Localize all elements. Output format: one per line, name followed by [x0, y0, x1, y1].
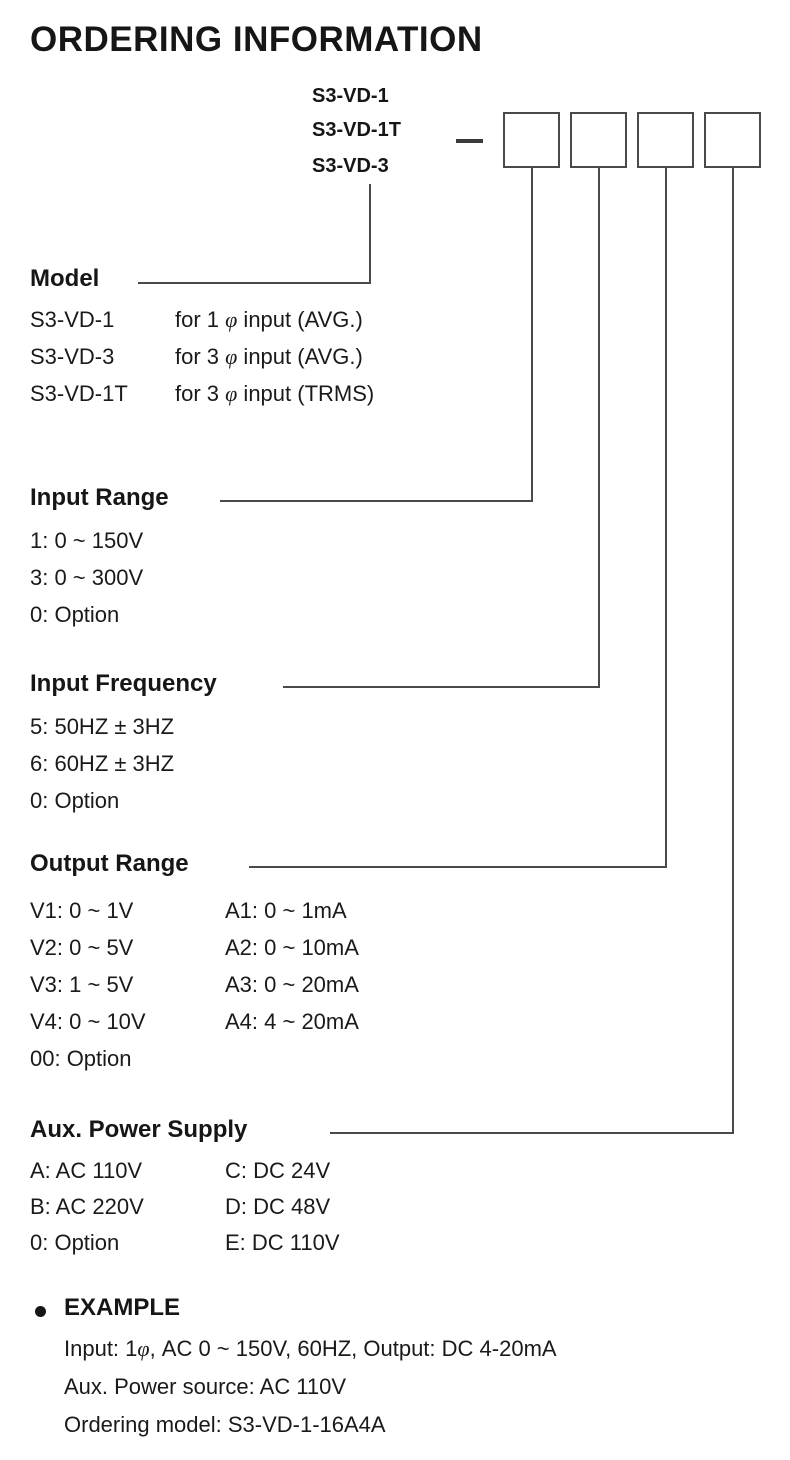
- model-desc-post-2: input (AVG.): [237, 344, 363, 369]
- phi-symbol: φ: [225, 307, 238, 332]
- model-desc-post-3: input (TRMS): [237, 381, 375, 406]
- leader-line-aux-power-horizontal: [330, 1132, 734, 1134]
- example-aux-row: Aux. Power source: AC 110V: [64, 1374, 347, 1399]
- section-heading-input-range: Input Range: [30, 484, 169, 511]
- code-separator-dash: [456, 139, 483, 143]
- leader-line-input-range-vertical: [531, 168, 533, 502]
- bullet-icon: [35, 1306, 46, 1317]
- output-range-left-row-4: V4: 0 ~ 10V: [30, 1009, 146, 1034]
- code-stack-model-3: S3-VD-3: [312, 155, 389, 177]
- model-row-code-3: S3-VD-1T: [30, 381, 128, 406]
- leader-line-model-vertical: [369, 184, 371, 284]
- input-range-row-1: 1: 0 ~ 150V: [30, 528, 144, 553]
- aux-power-right-row-2: D: DC 48V: [225, 1194, 331, 1219]
- model-desc-pre-2: for 3: [175, 344, 226, 369]
- section-heading-aux-power-supply: Aux. Power Supply: [30, 1116, 248, 1143]
- code-stack-model-1: S3-VD-1: [312, 85, 389, 107]
- leader-line-input-range-horizontal: [220, 500, 533, 502]
- model-row-desc-1: for 1 φ input (AVG.): [175, 307, 363, 333]
- output-range-right-row-1: A1: 0 ~ 1mA: [225, 898, 347, 923]
- model-desc-post-1: input (AVG.): [237, 307, 363, 332]
- leader-line-output-range-horizontal: [249, 866, 667, 868]
- phi-symbol: φ: [225, 381, 238, 406]
- output-range-left-row-2: V2: 0 ~ 5V: [30, 935, 134, 960]
- model-row-desc-2: for 3 φ input (AVG.): [175, 344, 363, 370]
- aux-power-left-row-3: 0: Option: [30, 1230, 120, 1255]
- code-box-output-range: [637, 112, 694, 168]
- phi-symbol: φ: [137, 1336, 150, 1361]
- aux-power-right-row-3: E: DC 110V: [225, 1230, 340, 1255]
- output-range-left-row-5: 00: Option: [30, 1046, 132, 1071]
- model-row-desc-3: for 3 φ input (TRMS): [175, 381, 374, 407]
- example-input-post: , AC 0 ~ 150V, 60HZ, Output: DC 4-20mA: [149, 1336, 557, 1361]
- page-title: ORDERING INFORMATION: [30, 20, 483, 59]
- output-range-right-row-4: A4: 4 ~ 20mA: [225, 1009, 359, 1034]
- code-box-aux-power-supply: [704, 112, 761, 168]
- output-range-right-row-2: A2: 0 ~ 10mA: [225, 935, 359, 960]
- code-stack-model-2: S3-VD-1T: [312, 119, 401, 141]
- leader-line-output-range-vertical: [665, 168, 667, 868]
- aux-power-left-row-2: B: AC 220V: [30, 1194, 144, 1219]
- leader-line-input-frequency-horizontal: [283, 686, 600, 688]
- leader-line-model-horizontal: [138, 282, 371, 284]
- model-desc-pre-1: for 1: [175, 307, 226, 332]
- input-frequency-row-2: 6: 60HZ ± 3HZ: [30, 751, 175, 776]
- section-heading-input-frequency: Input Frequency: [30, 670, 217, 697]
- input-range-row-2: 3: 0 ~ 300V: [30, 565, 144, 590]
- output-range-left-row-1: V1: 0 ~ 1V: [30, 898, 134, 923]
- output-range-left-row-3: V3: 1 ~ 5V: [30, 972, 134, 997]
- input-frequency-row-1: 5: 50HZ ± 3HZ: [30, 714, 175, 739]
- model-row-code-2: S3-VD-3: [30, 344, 115, 369]
- example-heading: EXAMPLE: [64, 1294, 181, 1321]
- input-range-row-3: 0: Option: [30, 602, 120, 627]
- leader-line-aux-power-vertical: [732, 168, 734, 1134]
- example-input-row: Input: 1φ, AC 0 ~ 150V, 60HZ, Output: DC…: [64, 1336, 557, 1362]
- code-box-input-range: [503, 112, 560, 168]
- model-desc-pre-3: for 3: [175, 381, 226, 406]
- input-frequency-row-3: 0: Option: [30, 788, 120, 813]
- section-heading-model: Model: [30, 265, 100, 292]
- aux-power-left-row-1: A: AC 110V: [30, 1158, 143, 1183]
- phi-symbol: φ: [225, 344, 238, 369]
- code-box-input-frequency: [570, 112, 627, 168]
- section-heading-output-range: Output Range: [30, 850, 189, 877]
- aux-power-right-row-1: C: DC 24V: [225, 1158, 331, 1183]
- leader-line-input-frequency-vertical: [598, 168, 600, 688]
- output-range-right-row-3: A3: 0 ~ 20mA: [225, 972, 359, 997]
- model-row-code-1: S3-VD-1: [30, 307, 115, 332]
- example-ordering-row: Ordering model: S3-VD-1-16A4A: [64, 1412, 386, 1437]
- example-input-pre: Input: 1: [64, 1336, 138, 1361]
